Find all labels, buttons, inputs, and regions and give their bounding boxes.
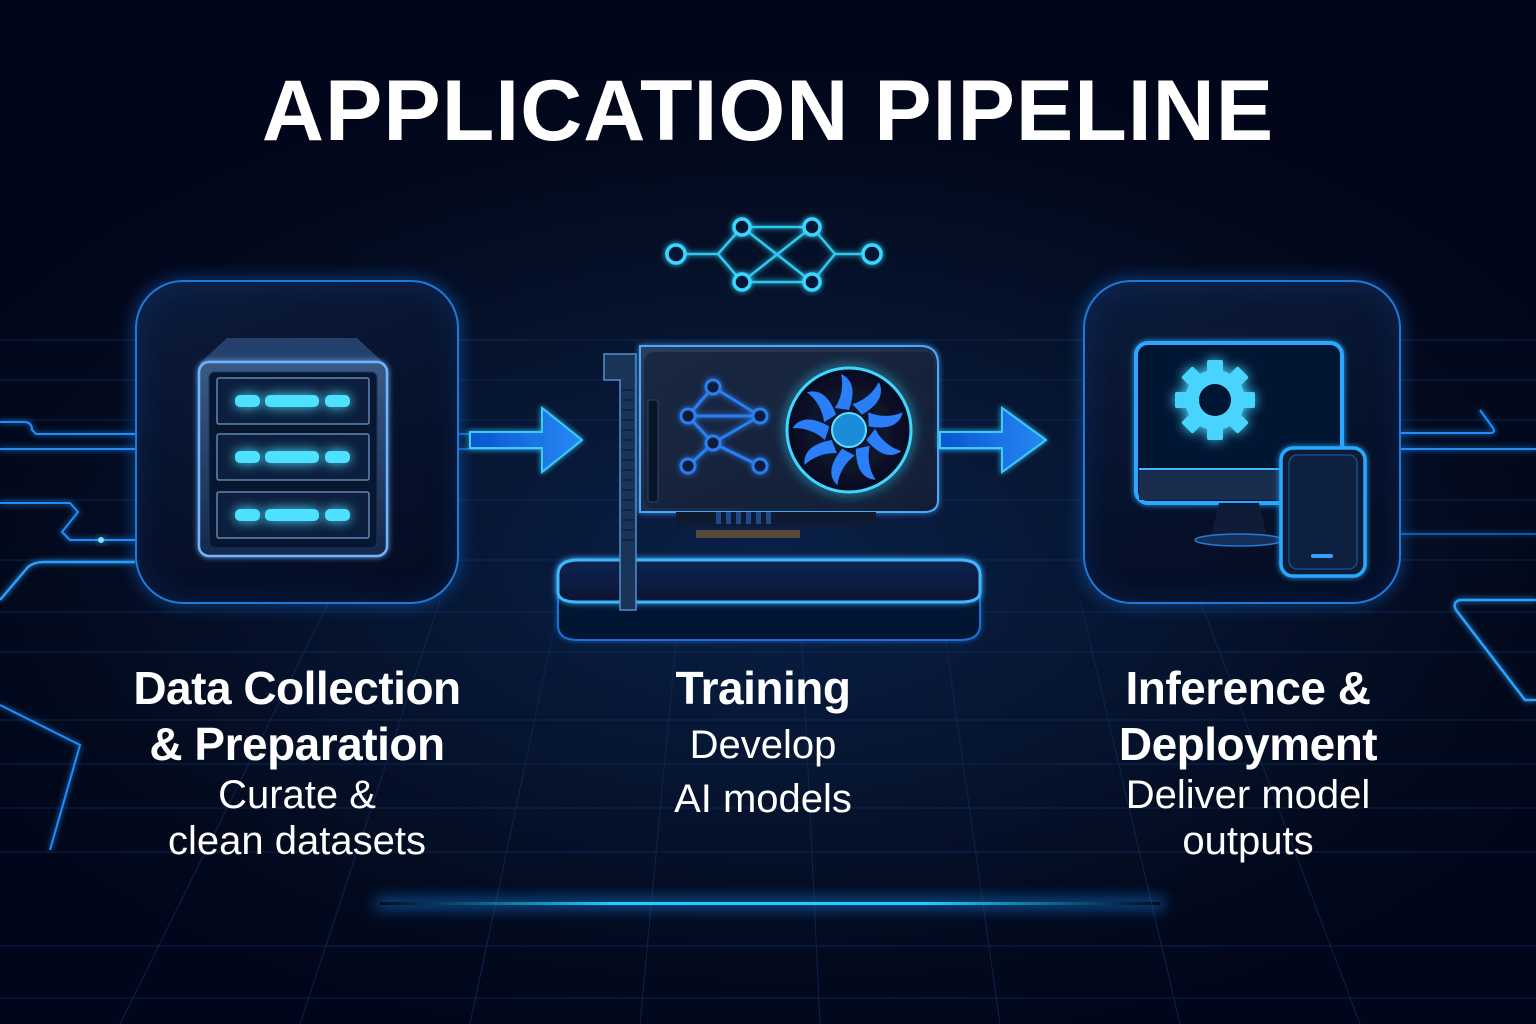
monitor-mobile-gear-icon	[1134, 341, 1367, 578]
circuit-traces-right	[1401, 409, 1536, 702]
gpu-platform	[556, 558, 982, 641]
stage-desc-line: Curate &	[218, 773, 376, 817]
stage-desc-line: Deliver model	[1125, 773, 1371, 817]
horizon-glow-line	[380, 902, 1160, 905]
trace-node	[98, 537, 104, 543]
gpu-network-logo	[679, 378, 769, 475]
stage-label-data-collection: Data Collection & Preparation Curate & c…	[97, 660, 497, 864]
stage-desc-line: clean datasets	[168, 819, 426, 863]
stage-title-line: Deployment	[1118, 718, 1378, 770]
arrow-right-icon	[469, 405, 584, 475]
gpu-fan	[785, 366, 913, 494]
stage-card-data-collection[interactable]	[135, 280, 459, 604]
stage-title: Training	[563, 660, 963, 716]
arrow-right-icon	[939, 406, 1048, 474]
gear-icon	[1175, 360, 1255, 440]
stage-card-inference[interactable]	[1083, 280, 1401, 604]
stage-title: Data Collection & Preparation	[97, 660, 497, 772]
server-status-lights	[235, 395, 350, 521]
stage-desc-line: AI models	[674, 777, 852, 821]
gpu-card-icon	[556, 345, 982, 641]
stage-title-line: Training	[675, 662, 851, 714]
gpu-bracket	[603, 353, 637, 611]
stage-title-line: Inference &	[1125, 662, 1371, 714]
stage-description: Curate & clean datasets	[97, 772, 497, 864]
stage-description: Develop AI models	[563, 718, 963, 826]
mobile-phone-icon	[1279, 446, 1367, 578]
stage-label-training: Training Develop AI models	[563, 660, 963, 826]
gpu-pcie-connector	[696, 530, 800, 538]
stage-label-inference: Inference & Deployment Deliver model out…	[1048, 660, 1448, 864]
stage-title: Inference & Deployment	[1048, 660, 1448, 772]
stage-title-line: Data Collection	[133, 662, 461, 714]
stage-desc-line: outputs	[1182, 819, 1314, 863]
stage-description: Deliver model outputs	[1048, 772, 1448, 864]
stage-card-training[interactable]	[548, 340, 988, 645]
neural-network-icon	[665, 217, 883, 292]
server-rack-icon	[197, 338, 389, 558]
stage-title-line: & Preparation	[149, 718, 445, 770]
stage-desc-line: Develop	[689, 723, 837, 767]
page-title: APPLICATION PIPELINE	[261, 63, 1275, 159]
